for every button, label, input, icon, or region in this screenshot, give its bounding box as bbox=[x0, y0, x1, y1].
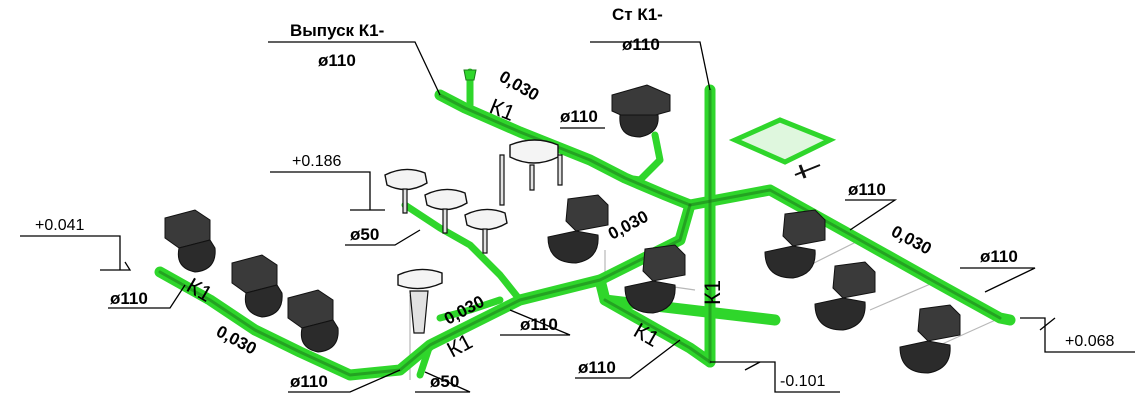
sink-icon bbox=[397, 268, 443, 334]
slope-right: 0,030 bbox=[888, 222, 934, 259]
dia-left: ø110 bbox=[110, 289, 148, 308]
sink-icon bbox=[464, 208, 508, 254]
dia-sinks: ø50 bbox=[350, 225, 379, 244]
toilet-icon bbox=[164, 209, 216, 273]
toilet-icon bbox=[287, 289, 339, 353]
diagram-labels: Выпуск К1- ø110 Ст К1- ø110 +0.041 +0.18… bbox=[35, 5, 1114, 391]
level-left: +0.041 bbox=[35, 217, 84, 234]
dia-center-lower: ø110 bbox=[578, 358, 616, 377]
outlet-title: Выпуск К1- bbox=[290, 21, 384, 40]
dia-bottom-left: ø110 bbox=[290, 372, 328, 391]
slope-center: 0,030 bbox=[605, 207, 651, 244]
level-bottom: -0.101 bbox=[780, 373, 825, 390]
sinks bbox=[384, 139, 563, 334]
stack-title: Ст К1- bbox=[612, 5, 663, 24]
floor-drain-icon bbox=[728, 117, 837, 179]
outlet-diameter: ø110 bbox=[318, 51, 356, 70]
dia-right-lower: ø110 bbox=[980, 247, 1018, 266]
k1-stack: К1 bbox=[700, 280, 725, 305]
toilets bbox=[164, 84, 961, 374]
dia-right-upper: ø110 bbox=[848, 180, 886, 199]
toilet-icon bbox=[611, 84, 671, 138]
level-right: +0.068 bbox=[1065, 333, 1114, 350]
level-sinks: +0.186 bbox=[292, 153, 341, 170]
toilet-icon bbox=[624, 244, 686, 314]
stack-diameter: ø110 bbox=[622, 35, 660, 54]
toilet-icon bbox=[547, 194, 609, 264]
toilet-icon bbox=[899, 304, 961, 374]
toilet-icon bbox=[231, 254, 283, 318]
dia-small-bottom: ø50 bbox=[430, 372, 459, 391]
toilet-icon bbox=[764, 209, 826, 279]
vent-cap-icon bbox=[463, 69, 477, 81]
sink-icon bbox=[384, 168, 428, 214]
sink-icon bbox=[424, 188, 468, 234]
dia-center: ø110 bbox=[520, 315, 558, 334]
leader-lines bbox=[20, 41, 1135, 393]
dia-top-mid: ø110 bbox=[560, 107, 598, 126]
connection-lines bbox=[409, 239, 1001, 380]
toilet-icon bbox=[814, 261, 876, 331]
sink-icon bbox=[499, 139, 563, 206]
